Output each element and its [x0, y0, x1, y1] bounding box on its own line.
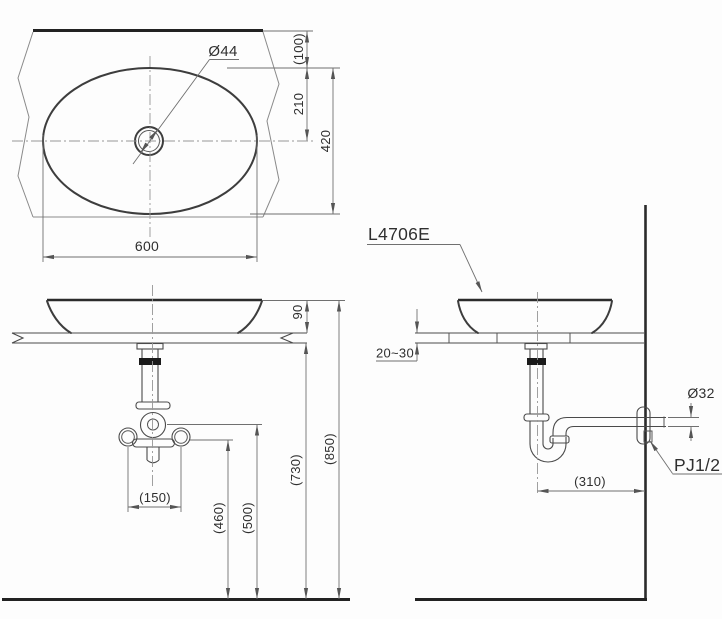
basin-side-left-profile: [457, 300, 479, 334]
trap-bracket: [131, 438, 176, 448]
side-section-view: L4706E 20~30 Ø32 PJ1/2 (310): [367, 205, 722, 601]
outlet-pipe-bottom: [565, 425, 666, 436]
basin-side-right-profile: [591, 300, 613, 334]
plan-view: (100) 210 420 600 Ø44: [12, 29, 340, 262]
joint-type-label: PJ1/2: [674, 455, 720, 475]
joint-leader-line: [649, 440, 673, 474]
supply-point-left-inner: [121, 430, 135, 444]
trap-outlet-pipe: [146, 447, 160, 464]
basin-side-left: [46, 300, 72, 334]
countertop-front: [12, 332, 307, 344]
trap-body-inner: [147, 418, 159, 431]
trap-to-wall-label: (310): [574, 474, 606, 489]
supply-height-label: (460): [211, 502, 226, 534]
rim-height-label: (850): [322, 433, 337, 465]
supply-point-left: [118, 427, 138, 447]
wall-flange: [636, 406, 651, 445]
p-trap-outer: [529, 421, 567, 463]
trap-height-label: (500): [240, 502, 255, 534]
front-extension-lines: [127, 300, 345, 512]
trap-body-front: [139, 411, 167, 439]
supply-point-right: [171, 427, 191, 447]
coupling-front: [135, 401, 171, 410]
hole-offset-label: (100): [291, 33, 306, 65]
hole-center-label: 210: [291, 93, 306, 116]
p-trap-inner: [542, 421, 554, 450]
tailpiece-pipe-front: [141, 349, 159, 402]
tailpiece-flange-side: [524, 342, 548, 350]
counter-thickness-label: 20~30: [376, 346, 414, 361]
model-label: L4706E: [368, 224, 430, 244]
hole-diameter-arrow-lower: [140, 142, 149, 153]
hole-diameter-label: Ø44: [208, 43, 237, 60]
model-leader-line: [459, 244, 483, 293]
tailpiece-flange-front: [136, 342, 164, 350]
counter-height-label: (730): [288, 454, 303, 486]
hole-diameter-arrow-upper: [149, 129, 158, 140]
wall-joint: [643, 430, 653, 443]
coupling-side: [523, 413, 550, 422]
outlet-pipe-top: [552, 416, 666, 436]
tailpiece-nut-side: [527, 358, 546, 365]
countertop-joints: [448, 333, 571, 343]
outlet-dia-extensions: [668, 417, 699, 427]
supply-spacing-label: (150): [139, 490, 171, 505]
counter-break-left: [17, 31, 34, 218]
outlet-diameter-label: Ø32: [687, 385, 714, 401]
front-elevation-view: 90 (850) (730) (500) (460) (150): [2, 285, 350, 601]
trap-coupling-nut: [549, 435, 570, 444]
basin-height-label: 90: [290, 304, 305, 319]
hole-diameter-leader: [132, 59, 239, 165]
tailpiece-nut-front: [139, 358, 161, 365]
supply-point-right-inner: [174, 430, 188, 444]
basin-width-label: 600: [135, 238, 159, 254]
counter-break-right: [262, 31, 280, 218]
basin-depth-label: 420: [318, 130, 333, 153]
basin-side-right: [237, 300, 263, 334]
countertop-break-marks: [11, 332, 294, 344]
plan-extension-lines: [42, 30, 340, 262]
